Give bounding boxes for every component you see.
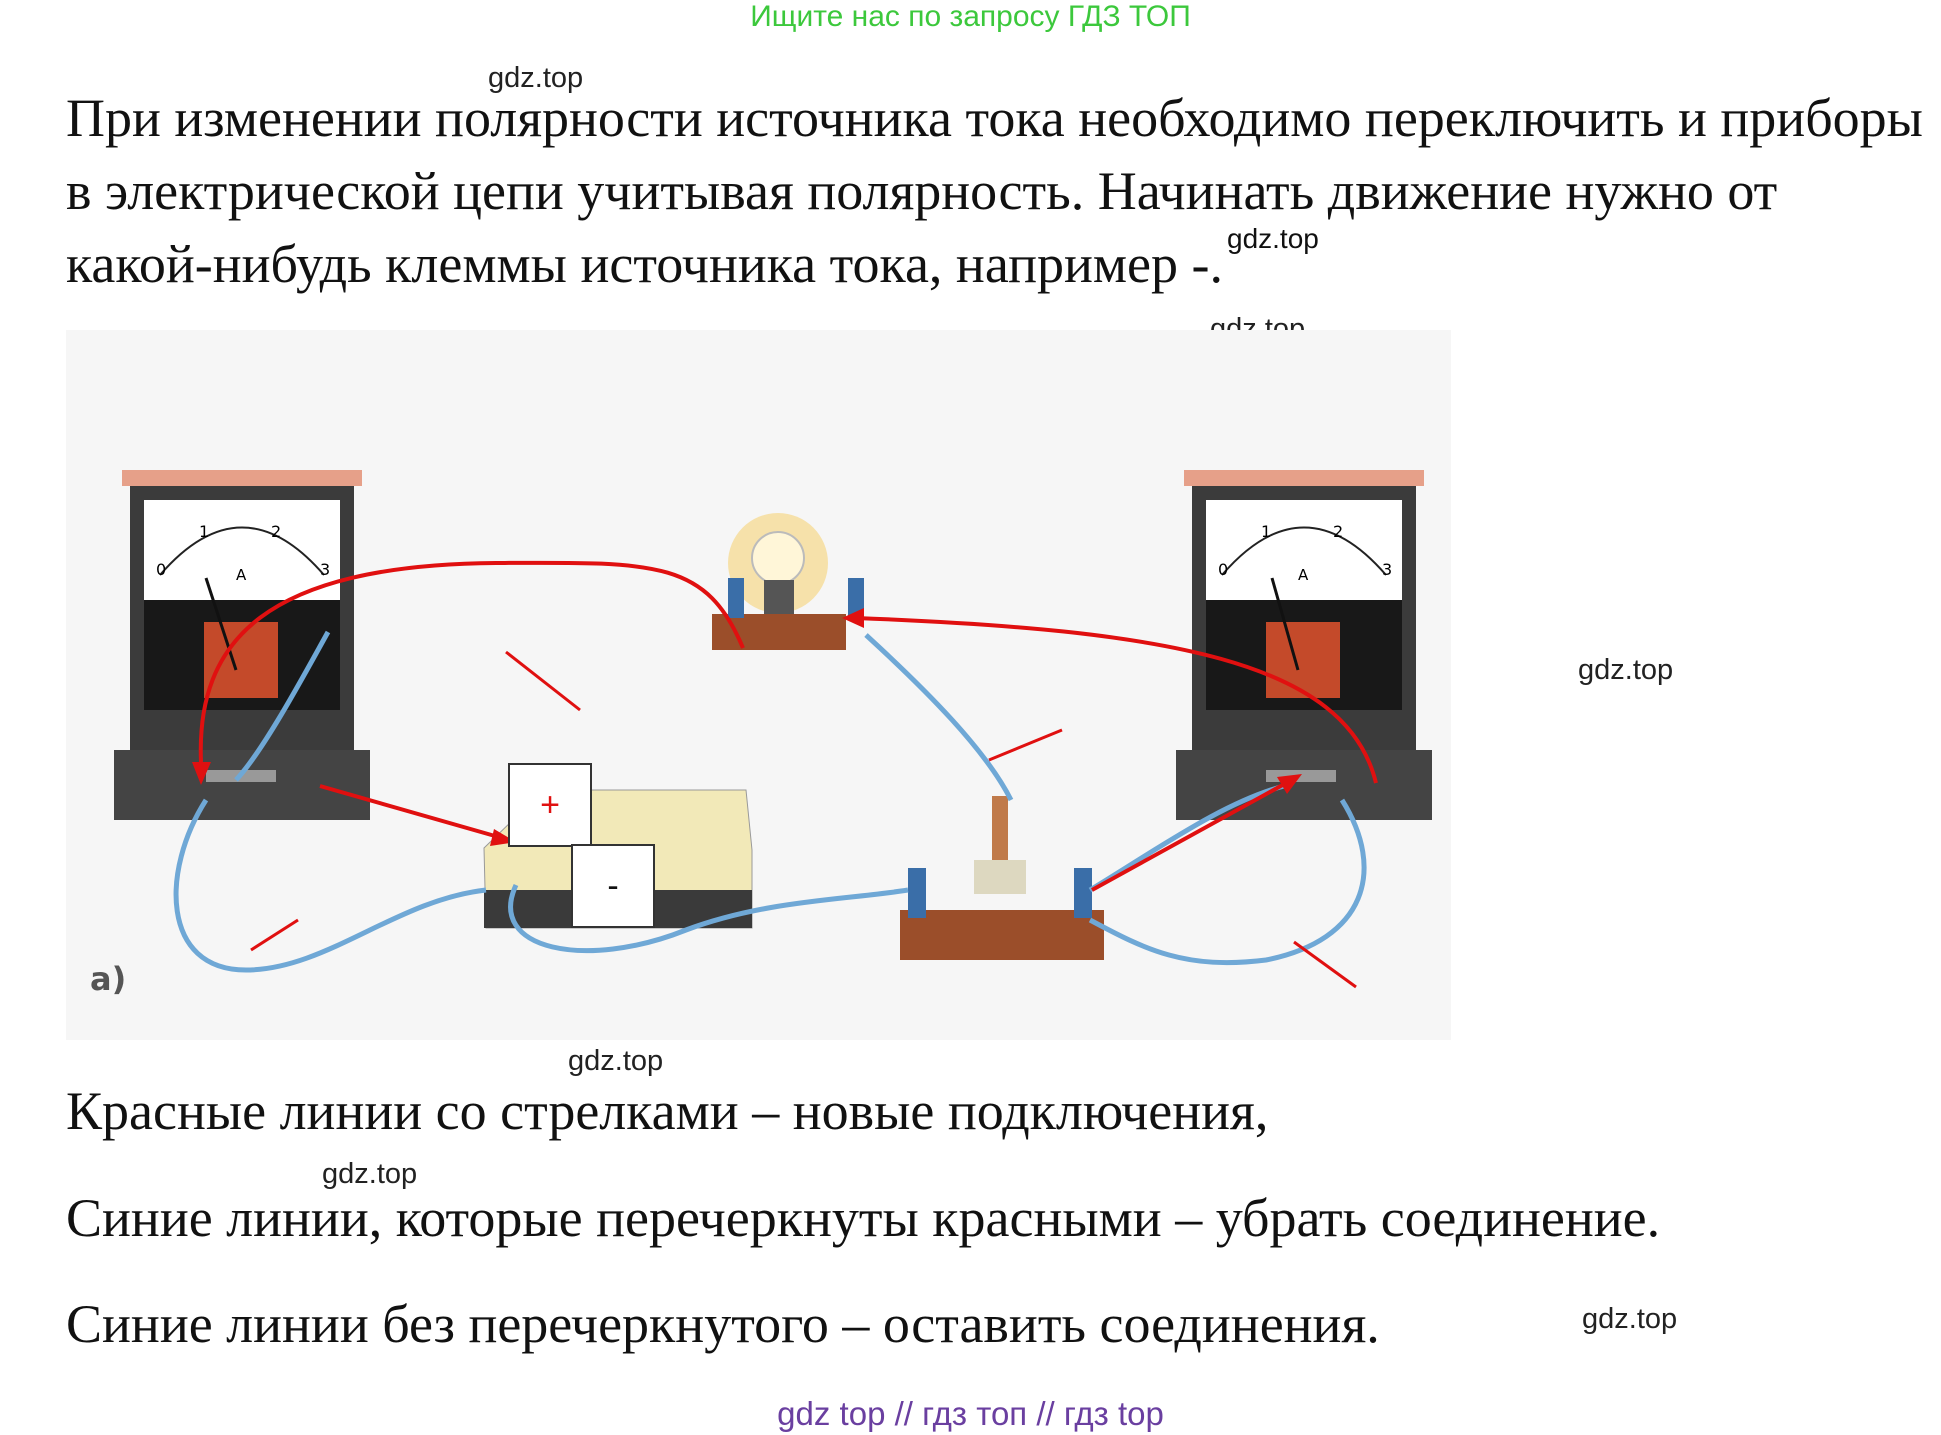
plus-terminal-label: + xyxy=(508,763,592,847)
watermark: gdz.top xyxy=(488,62,584,94)
wire xyxy=(508,883,909,954)
wire xyxy=(1088,782,1289,893)
remove-mark xyxy=(1293,940,1357,989)
right-ammeter: 0 1 2 3 A xyxy=(1176,470,1432,820)
wire xyxy=(1088,798,1367,966)
footer-watermark: gdz top // гдз топ // гдз top xyxy=(777,1395,1164,1432)
watermark: gdz.top xyxy=(1227,223,1319,254)
legend-line-remove: Синие линии, которые перечеркнуты красны… xyxy=(66,1188,1661,1248)
watermark: gdz.top xyxy=(568,1045,664,1077)
circuit-diagram: 0 1 2 3 A 0 1 2 3 A xyxy=(66,330,1451,1040)
scale-label: 2 xyxy=(1333,522,1343,541)
scale-label: 3 xyxy=(1382,560,1392,579)
instruction-text: При изменении полярности источника тока … xyxy=(66,88,1923,294)
remove-mark xyxy=(505,650,581,712)
new-connection xyxy=(198,560,745,763)
arrowhead xyxy=(1277,774,1302,794)
legend-line-keep: Синие линии без перечеркнутого – оставит… xyxy=(66,1294,1380,1354)
wire xyxy=(864,633,1014,802)
remove-mark xyxy=(988,728,1063,762)
wire xyxy=(173,798,487,973)
wires xyxy=(173,630,1367,973)
scale-label: 0 xyxy=(1218,560,1228,579)
instruction-paragraph: При изменении полярности источника тока … xyxy=(66,82,1926,309)
arrowhead xyxy=(842,608,864,628)
watermark: gdz.top xyxy=(1578,654,1674,686)
watermark: gdz.top xyxy=(322,1158,418,1190)
new-connection xyxy=(319,784,503,840)
remove-marks xyxy=(250,650,1357,989)
switch xyxy=(900,796,1104,960)
search-banner: Ищите нас по запросу ГДЗ ТОП xyxy=(750,0,1191,33)
new-connection xyxy=(855,616,1378,784)
wire xyxy=(234,630,331,782)
watermark: gdz.top xyxy=(1582,1303,1678,1335)
arrowheads xyxy=(192,608,1302,846)
remove-mark xyxy=(250,918,299,952)
figure-label: а) xyxy=(90,960,126,998)
arrowhead xyxy=(192,762,211,785)
new-connection xyxy=(1091,780,1289,892)
new-connections xyxy=(198,560,1378,892)
scale-label: 2 xyxy=(271,522,281,541)
minus-terminal-label: - xyxy=(571,844,655,928)
scale-label: 1 xyxy=(199,522,209,541)
left-ammeter: 0 1 2 3 A xyxy=(114,470,370,820)
unit-label: A xyxy=(236,566,247,584)
scale-label: 0 xyxy=(156,560,166,579)
scale-label: 3 xyxy=(320,560,330,579)
unit-label: A xyxy=(1298,566,1309,584)
scale-label: 1 xyxy=(1261,522,1271,541)
legend-line-new-connections: Красные линии со стрелками – новые подкл… xyxy=(66,1081,1269,1141)
lamp xyxy=(712,513,864,650)
